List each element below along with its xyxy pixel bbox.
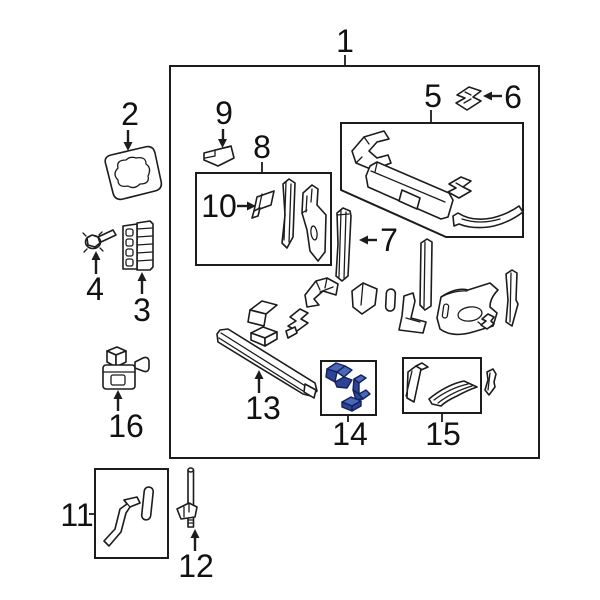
part-15-strip	[405, 362, 429, 403]
part-11-box	[94, 468, 169, 559]
part-8-box	[195, 172, 332, 266]
assembly-box	[169, 65, 540, 459]
callout-11: 11	[60, 497, 95, 533]
callout-9: 9	[215, 95, 233, 148]
callout-6: 6	[483, 79, 522, 115]
callout-6-label[interactable]: 6	[504, 79, 522, 115]
callout-2-label[interactable]: 2	[121, 96, 139, 132]
center-folded-plate	[351, 282, 378, 315]
part-12-drawing	[176, 467, 198, 528]
part-7-drawing	[335, 207, 352, 282]
callout-16-label[interactable]: 16	[108, 408, 144, 444]
callout-7: 7	[359, 222, 398, 258]
right-small-clip	[480, 313, 495, 330]
callout-4: 4	[86, 251, 104, 307]
callout-15: 15	[425, 413, 461, 452]
callout-3: 3	[133, 272, 151, 328]
callout-12: 12	[178, 529, 214, 584]
part-5-curved-bracket	[452, 205, 524, 229]
callout-4-label[interactable]: 4	[86, 271, 104, 307]
callout-10: 10	[201, 188, 256, 224]
center-l-bracket	[398, 292, 427, 334]
callout-15-label[interactable]: 15	[425, 416, 461, 452]
callout-2: 2	[121, 96, 139, 151]
part-14-box	[320, 360, 377, 416]
edge-small-clip	[484, 368, 497, 396]
callout-14: 14	[332, 415, 368, 452]
callout-1-label[interactable]: 1	[336, 23, 354, 59]
center-capsule-spacer	[384, 288, 397, 312]
part-4-drawing	[82, 229, 117, 253]
callout-5: 5	[424, 78, 442, 123]
callout-14-label[interactable]: 14	[332, 416, 368, 452]
lower-folded-plate	[247, 300, 278, 327]
right-strip-1	[419, 238, 433, 311]
part-8-strip-drawing	[281, 178, 296, 249]
callout-12-label[interactable]: 12	[178, 548, 214, 584]
lower-chevron-clip	[285, 308, 309, 339]
part-8-bracket-drawing	[301, 184, 327, 262]
part-15-box	[402, 357, 482, 414]
callout-9-label[interactable]: 9	[215, 95, 233, 131]
part-11-z-bracket	[103, 496, 141, 547]
part-10-drawing	[251, 190, 275, 219]
part-2-drawing	[104, 145, 163, 201]
right-strip-2	[505, 269, 519, 327]
callout-8: 8	[253, 129, 271, 173]
part-9-drawing	[203, 145, 235, 167]
callout-1: 1	[336, 23, 354, 66]
part-5-clip	[447, 176, 472, 199]
lower-small-box	[250, 326, 278, 347]
callout-8-label[interactable]: 8	[253, 129, 271, 165]
callout-5-label[interactable]: 5	[424, 78, 442, 114]
part-13-drawing	[216, 328, 318, 399]
part-5-beam	[365, 161, 454, 220]
part-11-capsule	[140, 486, 155, 521]
part-14-highlighted-clips	[325, 362, 371, 412]
part-5-corner-bracket	[351, 130, 392, 171]
part-15-tray	[428, 380, 478, 407]
right-apron-bracket	[436, 282, 499, 336]
part-5-box	[340, 122, 524, 238]
callout-7-label[interactable]: 7	[380, 222, 398, 258]
callout-11-label[interactable]: 11	[60, 497, 93, 533]
callout-10-label[interactable]: 10	[201, 188, 237, 224]
callout-16: 16	[108, 390, 144, 444]
part-3-drawing	[122, 220, 154, 271]
lower-pillar-bracket	[304, 277, 339, 308]
part-6-drawing	[455, 86, 482, 111]
callout-3-label[interactable]: 3	[133, 292, 151, 328]
callout-13: 13	[245, 370, 281, 426]
part-16-drawing	[102, 346, 150, 390]
callout-13-label[interactable]: 13	[245, 390, 281, 426]
